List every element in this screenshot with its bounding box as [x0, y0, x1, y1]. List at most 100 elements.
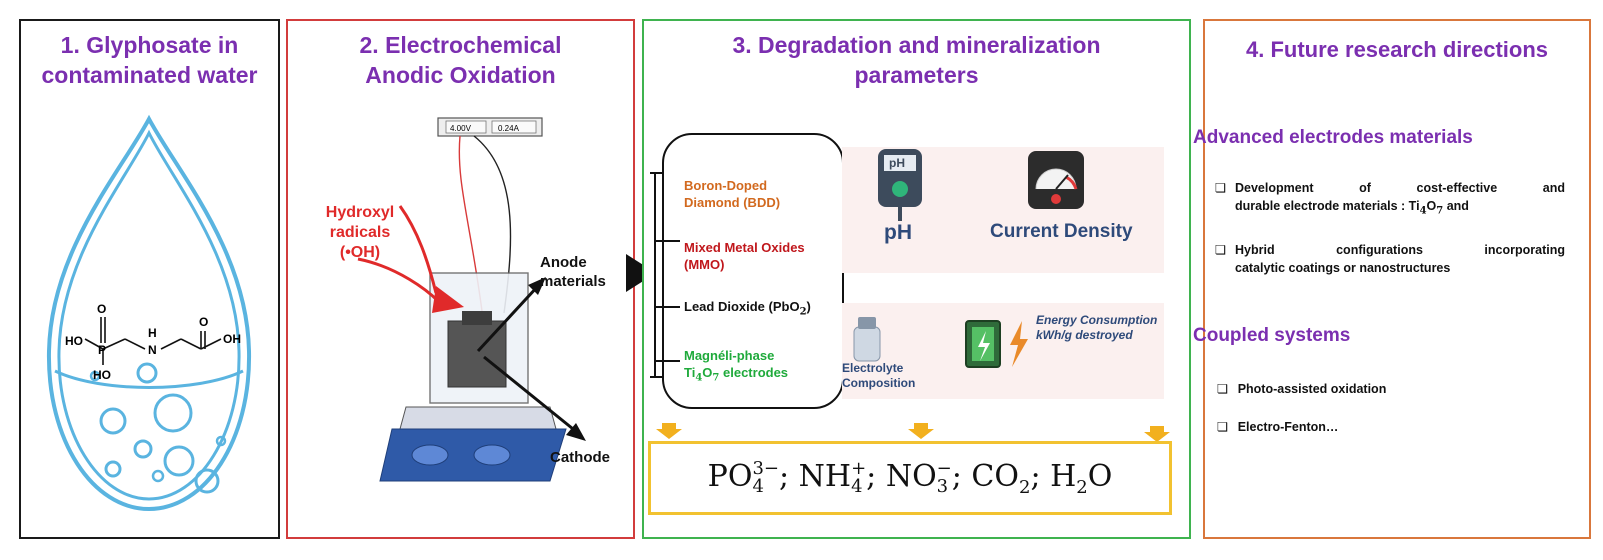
- down-arrow-mid: [908, 423, 934, 439]
- bubble: [194, 468, 220, 494]
- magneli-ti-sub: 4: [695, 372, 703, 384]
- bullet-fenton: ❏ Electro-Fenton…: [1217, 419, 1338, 434]
- stirrer-base: [399, 406, 557, 430]
- meter-a-display: [491, 120, 537, 134]
- anode-label: Anode materials: [540, 253, 606, 291]
- bullet1-text: durable electrode materials : Ti: [1235, 199, 1420, 213]
- electrode-magneli-line2: Ti4O7 electrodes: [684, 364, 788, 387]
- stirrer-knob-right: [473, 444, 511, 466]
- product-nh4: NH+4: [798, 458, 867, 496]
- panel1-title-line2: contaminated water: [41, 62, 258, 88]
- radicals-line2: radicals: [329, 224, 391, 241]
- product-h2o: H2O: [1050, 459, 1113, 498]
- sep-4: ;: [1030, 459, 1041, 494]
- co-sub: 2: [1018, 477, 1031, 498]
- nh-sup: +: [851, 458, 867, 479]
- electrode-magneli-line1: Magnéli-phase: [684, 348, 775, 363]
- po-text: PO: [707, 459, 753, 494]
- bullet4-text: Electro-Fenton…: [1237, 420, 1339, 434]
- panel1-title-line1: 1. Glyphosate in: [60, 32, 239, 58]
- energy-line1: Energy Consumption: [1036, 313, 1158, 327]
- water-surface: [54, 369, 244, 389]
- radicals-line1: Hydroxyl: [325, 204, 395, 221]
- cathode-arrow-line: [483, 355, 579, 435]
- meter-v-value: 4.00V: [450, 124, 472, 133]
- sep-2: ;: [866, 459, 877, 494]
- energy-label: Energy Consumption kWh/g destroyed: [1036, 313, 1157, 343]
- section-coupled-systems: Coupled systems: [1193, 325, 1351, 346]
- panel2-title-line1: 2. Electrochemical: [359, 32, 562, 58]
- anode-arrow-line: [476, 284, 540, 353]
- bubble: [163, 445, 195, 477]
- h-text: H: [1050, 459, 1077, 494]
- energy-line2: kWh/g destroyed: [1036, 328, 1133, 342]
- electrode-magneli: Magnéli-phase Ti4O7 electrodes: [684, 347, 788, 387]
- bullet1-sub1: 4: [1419, 205, 1427, 217]
- product-no3: NO−3: [886, 458, 952, 497]
- electrode-bdd: Boron-Doped Diamond (BDD): [684, 177, 780, 211]
- glyphosate-molecule: [84, 317, 222, 365]
- electrolyte-line1: Electrolyte: [842, 361, 904, 375]
- bullet1-sub2: 7: [1436, 205, 1444, 217]
- bubble: [133, 439, 153, 459]
- meter-v-display: [445, 120, 487, 134]
- connector-arrow-icon: [626, 254, 656, 292]
- water-drop-outer: [46, 114, 252, 512]
- bullet3-text: Photo-assisted oxidation: [1237, 382, 1387, 396]
- bullet1-line2: durable electrode materials : Ti4O7 and: [1235, 197, 1565, 221]
- bullet-icon: ❏: [1215, 181, 1227, 195]
- magneli-ti: Ti: [684, 365, 696, 380]
- bubble: [215, 435, 227, 447]
- no-sub: 3: [936, 476, 949, 497]
- atom-ho-bottom: HO: [93, 368, 111, 382]
- electrolyte-line2: Composition: [842, 376, 916, 390]
- down-arrow-right: [1144, 426, 1170, 442]
- bullet2-line2: catalytic coatings or nanostructures: [1235, 261, 1451, 275]
- electrochemical-cell-illustration: 4.00V 0.24A: [357, 117, 586, 482]
- bullet-photo: ❏ Photo-assisted oxidation: [1217, 381, 1386, 396]
- bullet1-o: O: [1426, 199, 1437, 213]
- bullet-development: ❏ Development of cost-effective and dura…: [1215, 179, 1565, 221]
- bullet2-line1: Hybrid configurations incorporating: [1235, 243, 1565, 257]
- panel4-title: 4. Future research directions: [1246, 37, 1548, 62]
- panel3-title-line1: 3. Degradation and mineralization: [732, 32, 1101, 58]
- cathode-label: Cathode: [550, 449, 610, 466]
- h-sub: 2: [1076, 477, 1088, 498]
- ph-label: pH: [884, 221, 912, 244]
- radicals-line3: (•OH): [339, 244, 381, 261]
- anode-arrow-head: [528, 277, 546, 295]
- panel-anodic-oxidation: 2. Electrochemical Anodic Oxidation 4.00…: [286, 19, 635, 539]
- panel-glyphosate: 1. Glyphosate in contaminated water: [19, 19, 280, 539]
- stirrer-body: [379, 428, 567, 482]
- h-o-text: O: [1087, 459, 1113, 494]
- electrode-pbo2-tail: ): [806, 299, 811, 314]
- no-sup: −: [936, 458, 952, 479]
- atom-p: P: [98, 343, 106, 357]
- electrolyte-label: Electrolyte Composition: [842, 361, 915, 391]
- water-drop-inner: [57, 129, 241, 501]
- nh-text: NH: [798, 459, 852, 494]
- electrode-mmo-line1: Mixed Metal Oxides: [684, 240, 805, 255]
- section-advanced-electrodes: Advanced electrodes materials: [1193, 127, 1473, 148]
- atom-o-top: O: [97, 302, 106, 316]
- params-card-bottom: [842, 303, 1164, 399]
- electrode-pbo2: Lead Dioxide (PbO2): [684, 299, 811, 318]
- bullet-icon: ❏: [1217, 382, 1229, 396]
- bubble: [136, 362, 158, 384]
- products-box: [648, 441, 1172, 515]
- radicals-label: Hydroxyl radicals (•OH): [310, 203, 410, 263]
- atom-o-right: O: [199, 315, 208, 329]
- po-sub: 4: [752, 476, 764, 497]
- bullet1-tail: and: [1443, 199, 1469, 213]
- bullet-icon: ❏: [1217, 420, 1229, 434]
- radical-arrow-curve: [357, 257, 440, 303]
- co-text: CO: [971, 459, 1019, 494]
- bubble: [151, 469, 165, 483]
- down-arrow-left: [656, 423, 682, 439]
- radical-arrow-curve-2: [398, 205, 438, 294]
- panel-future-directions: 4. Future research directions Advanced e…: [1193, 19, 1591, 539]
- sep-3: ;: [951, 459, 962, 494]
- panel3-title-line2: parameters: [854, 62, 979, 88]
- bullet-hybrid: ❏ Hybrid configurations incorporating ca…: [1215, 241, 1565, 277]
- atom-oh: OH: [223, 332, 241, 346]
